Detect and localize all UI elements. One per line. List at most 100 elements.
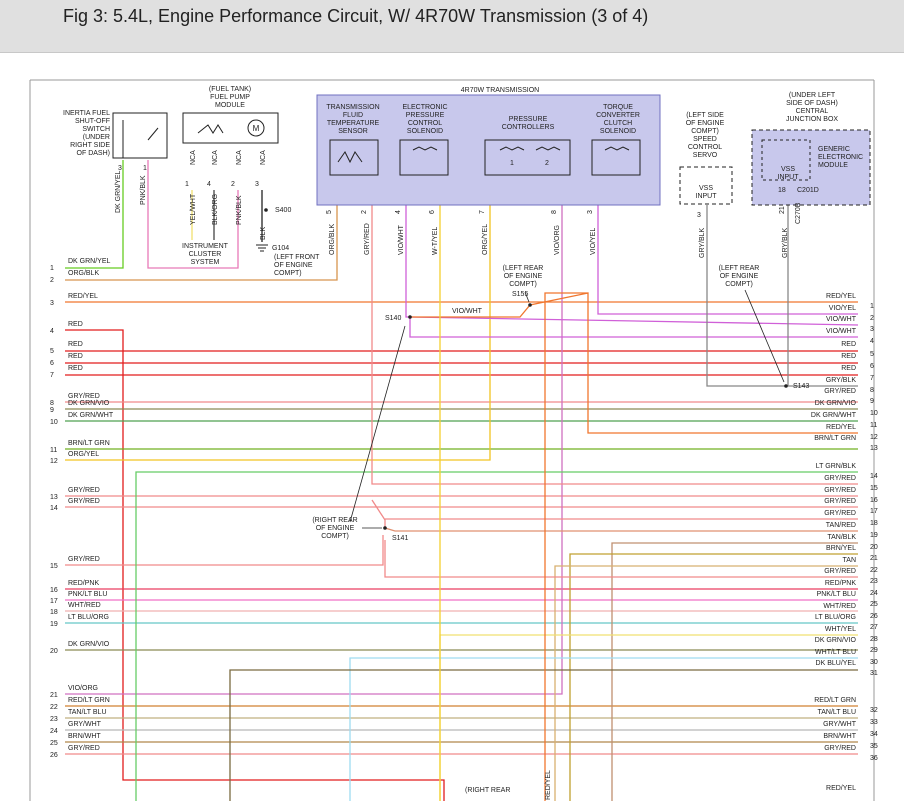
- vss-servo-label: COMPT): [691, 128, 719, 135]
- wire-org-yel: [65, 205, 491, 461]
- wire-label-right: GRY/RED: [824, 510, 856, 517]
- row-number-right: 24: [870, 590, 878, 597]
- wire-label-vertical: W-T/YEL: [432, 227, 439, 255]
- figure-header: Fig 3: 5.4L, Engine Performance Circuit,…: [0, 0, 904, 53]
- wire-label-left: GRY/RED: [68, 487, 100, 494]
- figure-title: Fig 3: 5.4L, Engine Performance Circuit,…: [63, 6, 649, 26]
- wire-label-vertical: VIO/ORG: [554, 225, 561, 255]
- fuel-pump-label: MODULE: [215, 102, 245, 109]
- transmission-sub-label: SENSOR: [338, 128, 368, 135]
- row-number-left: 20: [50, 648, 58, 655]
- row-number-left: 2: [50, 277, 54, 284]
- splice-label: S400: [275, 207, 291, 214]
- wire-gry-red-23r: [384, 540, 858, 578]
- wire-vio-wht-3: [409, 316, 859, 326]
- row-number-left: 18: [50, 609, 58, 616]
- splice-label: S143: [793, 383, 809, 390]
- wire-label-left: GRY/RED: [68, 393, 100, 400]
- splice-label: S141: [392, 535, 408, 542]
- wire-label-right: GRY/WHT: [823, 721, 857, 728]
- row-number-left: 10: [50, 419, 58, 426]
- wire-label-right: WHT/RED: [823, 603, 856, 610]
- transmission-sub-label: FLUID: [343, 112, 363, 119]
- fuel-pump-label: FUEL PUMP: [210, 94, 250, 101]
- row-number-right: 27: [870, 624, 878, 631]
- connector-label: C270B: [795, 202, 802, 224]
- wire-label-left: RED: [68, 353, 83, 360]
- row-number-left: 8: [50, 400, 54, 407]
- pin-label: 3: [697, 212, 701, 219]
- wire-vio-wht-4: [409, 317, 858, 338]
- row-number-right: 1: [870, 303, 874, 310]
- row-number-right: 26: [870, 613, 878, 620]
- wire-label-right: GRY/RED: [824, 745, 856, 752]
- transmission-sub-label: SOLENOID: [600, 128, 636, 135]
- wire-label-right: RED/YEL: [826, 424, 856, 431]
- gem-label: (UNDER LEFT: [789, 92, 836, 99]
- row-number-right: 30: [870, 659, 878, 666]
- nca-label: NCA: [190, 150, 197, 165]
- row-number-right: 11: [870, 422, 877, 429]
- row-number-right: 9: [870, 398, 874, 405]
- leader-s143: [744, 289, 785, 383]
- inertia-switch-label: OF DASH): [77, 150, 110, 157]
- transmission-sub-label: CLUTCH: [604, 120, 632, 127]
- wire-label-left: PNK/LT BLU: [68, 591, 107, 598]
- temp-sensor-box: [329, 139, 379, 176]
- wire-label-right: BRN/YEL: [826, 545, 856, 552]
- coil-icon: [412, 146, 438, 151]
- vss-servo-label: (LEFT SIDE: [686, 112, 724, 119]
- vss-servo-label: OF ENGINE: [686, 120, 725, 127]
- row-number-right: 20: [870, 544, 878, 551]
- wire-label-right: RED/PNK: [825, 580, 856, 587]
- row-number-right: 21: [870, 555, 878, 562]
- pin-label: 1: [510, 160, 514, 167]
- row-number-left: 6: [50, 360, 54, 367]
- wire-label-right: BRN/LT GRN: [814, 435, 856, 442]
- row-number-left: 17: [50, 598, 58, 605]
- row-number-right: 29: [870, 647, 878, 654]
- row-number-right: 14: [870, 473, 878, 480]
- gem-vss-label: INPUT: [778, 174, 800, 181]
- cluster-label: SYSTEM: [191, 259, 220, 266]
- wire-label-right: DK GRN/VIO: [815, 400, 857, 407]
- row-number-right: 23: [870, 578, 878, 585]
- pin-label: 3: [587, 210, 594, 214]
- row-number-left: 12: [50, 458, 58, 465]
- splice-note: COMPT): [725, 281, 753, 288]
- splice-note: COMPT): [509, 281, 537, 288]
- connector-label: C201D: [797, 187, 819, 194]
- wire-label-right: TAN: [843, 557, 856, 564]
- vss-box-label: INPUT: [696, 193, 718, 200]
- wire-label-right: RED/YEL: [826, 293, 856, 300]
- wire-label-right: WHT/YEL: [825, 626, 856, 633]
- row-number-right: 36: [870, 755, 878, 762]
- pin-label: 2: [231, 181, 235, 188]
- splice-s140: [408, 315, 412, 319]
- pin-label: 18: [778, 187, 786, 194]
- wire-label-left: DK GRN/VIO: [68, 400, 110, 407]
- wire-gry-red-15r: [371, 205, 858, 485]
- row-number-right: 25: [870, 601, 878, 608]
- wire-label-vertical: DK GRN/YEL: [115, 170, 122, 213]
- wire-red-4: [65, 329, 445, 801]
- wire-label-left: DK GRN/YEL: [68, 258, 111, 265]
- row-number-left: 24: [50, 728, 58, 735]
- wire-label-right: RED/LT GRN: [814, 697, 856, 704]
- inertia-switch-box: [112, 112, 168, 159]
- row-number-left: 15: [50, 563, 58, 570]
- wire-label-right: TAN/BLK: [827, 534, 856, 541]
- splice-note: (RIGHT REAR: [312, 517, 357, 524]
- wire-gry-red-15: [65, 535, 384, 566]
- wire-label-right: GRY/RED: [824, 498, 856, 505]
- wire-dk-blu-yel: [229, 669, 858, 801]
- wire-label-vertical: YEL/WHT: [190, 193, 197, 225]
- row-number-left: 9: [50, 407, 54, 414]
- splice-note: (LEFT REAR: [719, 265, 760, 272]
- gem-box: [751, 129, 871, 206]
- wire-label-left: TAN/LT BLU: [68, 709, 107, 716]
- pin-label: 6: [429, 210, 436, 214]
- leader-s140: [349, 325, 406, 523]
- wire-label-left: GRY/RED: [68, 745, 100, 752]
- row-number-left: 26: [50, 752, 58, 759]
